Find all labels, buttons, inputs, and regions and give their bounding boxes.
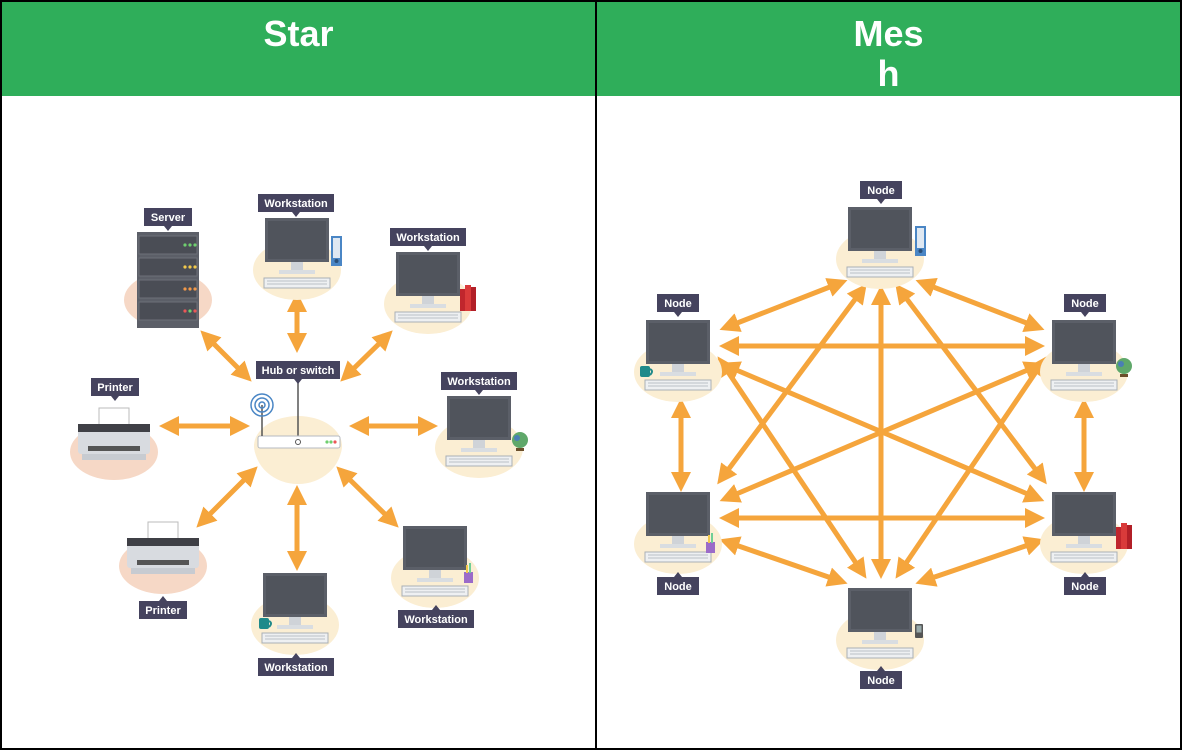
- svg-text:Node: Node: [664, 581, 692, 593]
- mesh-diagram: Node Node Node Node: [633, 181, 1132, 689]
- arrow-hub-workstation-bottom-right: [336, 466, 399, 528]
- workstation-bottom-right-label: Workstation: [398, 605, 474, 628]
- workstation-bottom-icon: [250, 572, 340, 656]
- mesh-node-bottom-right-icon: [1039, 491, 1132, 575]
- svg-text:Printer: Printer: [97, 382, 133, 394]
- star-title: Star: [263, 13, 334, 54]
- svg-text:Printer: Printer: [145, 605, 181, 617]
- svg-text:Workstation: Workstation: [264, 198, 328, 210]
- mesh-node-bottom-label: Node: [860, 666, 902, 689]
- svg-text:Node: Node: [664, 298, 692, 310]
- workstation-right-icon: [434, 395, 528, 479]
- mesh-node-top-left-label: Node: [657, 294, 699, 317]
- mesh-arrow-tr-bl: [719, 361, 1045, 503]
- mesh-node-bottom-icon: [835, 587, 925, 671]
- mesh-arrow-top-tl: [719, 278, 848, 332]
- svg-text:Server: Server: [151, 212, 186, 224]
- mesh-arrow-bl-bottom: [719, 536, 848, 587]
- mesh-arrow-top-tr: [915, 277, 1045, 333]
- mesh-node-top-icon: [835, 206, 926, 290]
- star-diagram: Server Workstation Workstation: [69, 194, 528, 676]
- svg-text:Node: Node: [1071, 581, 1099, 593]
- hub-label: Hub or switch: [256, 361, 340, 384]
- svg-text:Workstation: Workstation: [404, 614, 468, 626]
- workstation-top-icon: [252, 217, 342, 301]
- server-icon: [124, 232, 212, 328]
- workstation-top-label: Workstation: [258, 194, 334, 217]
- printer-bottom-icon: [118, 521, 208, 595]
- mesh-arrow-br-bottom: [915, 536, 1045, 587]
- printer-bottom-label: Printer: [139, 596, 187, 619]
- mesh-title-line1: Mes: [853, 13, 924, 54]
- workstation-right-label: Workstation: [441, 372, 517, 395]
- mesh-node-top-right-icon: [1039, 319, 1132, 403]
- svg-text:Node: Node: [867, 185, 895, 197]
- workstation-top-right-label: Workstation: [390, 228, 466, 251]
- svg-text:Hub or switch: Hub or switch: [262, 365, 335, 377]
- workstation-bottom-label: Workstation: [258, 653, 334, 676]
- workstation-bottom-right-icon: [390, 525, 480, 609]
- mesh-node-bottom-left-label: Node: [657, 572, 699, 595]
- server-label: Server: [144, 208, 192, 231]
- mesh-node-top-left-icon: [633, 319, 723, 403]
- mesh-node-bottom-left-icon: [633, 491, 723, 575]
- svg-text:Workstation: Workstation: [396, 232, 460, 244]
- svg-text:Workstation: Workstation: [447, 376, 511, 388]
- svg-text:Node: Node: [867, 675, 895, 687]
- star-header: Star: [0, 0, 597, 98]
- arrow-hub-printer-bottom: [196, 466, 258, 528]
- mesh-title-line2: h: [877, 53, 900, 94]
- svg-text:Node: Node: [1071, 298, 1099, 310]
- workstation-top-right-icon: [383, 251, 476, 335]
- arrow-hub-server: [200, 330, 252, 382]
- printer-top-icon: [69, 407, 159, 481]
- hub-icon: [250, 382, 342, 484]
- mesh-node-top-right-label: Node: [1064, 294, 1106, 317]
- svg-text:Workstation: Workstation: [264, 662, 328, 674]
- printer-top-label: Printer: [91, 378, 139, 401]
- mesh-node-top-label: Node: [860, 181, 902, 204]
- mesh-node-bottom-right-label: Node: [1064, 572, 1106, 595]
- arrow-hub-workstation-top-right: [340, 330, 393, 382]
